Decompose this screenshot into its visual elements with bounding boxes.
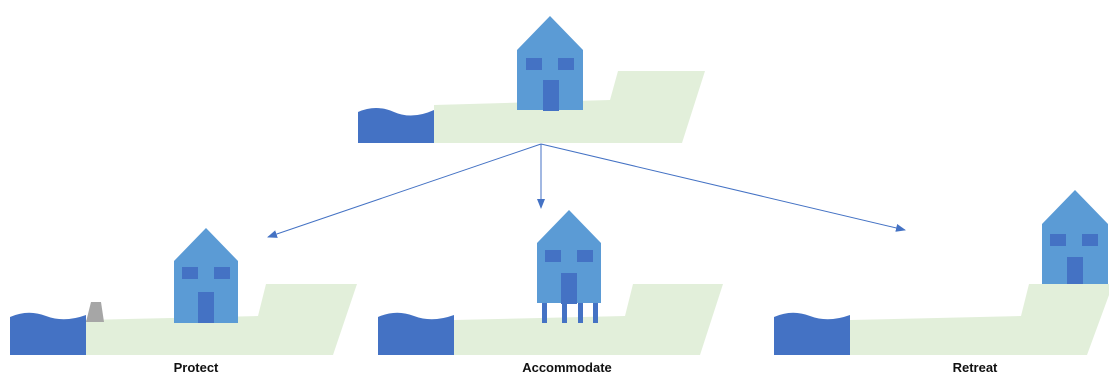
protect-scene [10,228,357,355]
house [1042,190,1108,284]
accommodate-scene [378,210,723,355]
stilt [542,301,547,323]
house-window-right [214,267,230,279]
stilts [542,301,598,323]
water [774,312,850,355]
house-body [537,210,601,303]
seawall [86,302,104,322]
arrow-to-protect [267,143,542,238]
label-protect: Protect [173,360,219,375]
house-body [1042,190,1108,284]
house-window-left [526,58,542,70]
label-retreat: Retreat [952,360,998,375]
house-window-right [1082,234,1098,246]
house-body [517,16,583,110]
house [174,228,238,323]
arrows [267,143,906,238]
land [850,284,1109,355]
house [537,210,601,304]
land [454,284,723,355]
house-window-left [545,250,561,262]
house-door [198,292,214,323]
label-accommodate: Accommodate [522,360,612,375]
house-window-right [558,58,574,70]
stilt [562,301,567,323]
water [10,312,86,355]
retreat-scene [774,190,1109,355]
house-door [1067,257,1083,284]
stilt [578,301,583,323]
water [378,312,454,355]
water [358,108,434,143]
arrow-to-retreat [540,143,906,232]
current-scene [358,16,705,143]
house-body [174,228,238,323]
house-door [561,273,577,304]
house-door [543,80,559,111]
house-window-right [577,250,593,262]
house-window-left [1050,234,1066,246]
house-window-left [182,267,198,279]
stilt [593,301,598,323]
house [517,16,583,111]
